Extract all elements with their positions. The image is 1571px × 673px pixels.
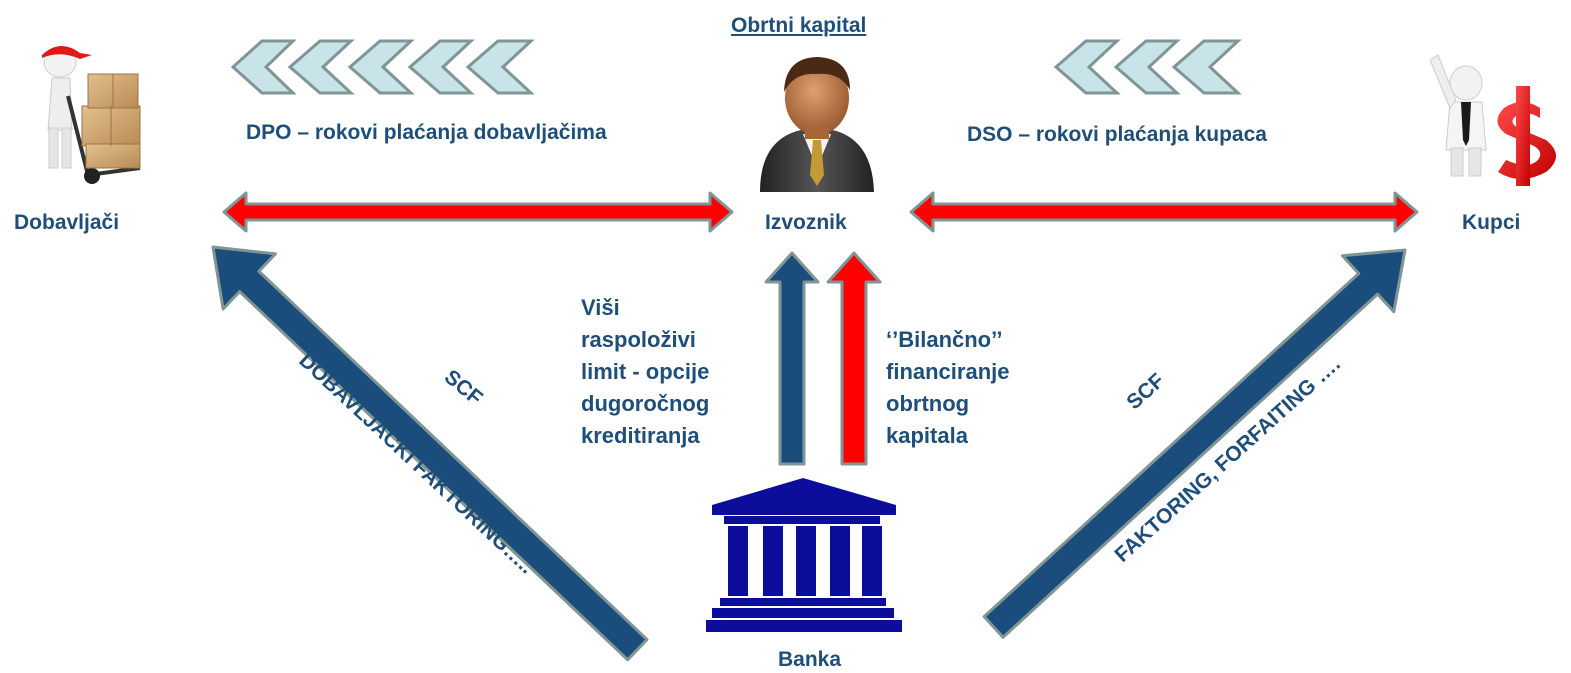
chevron-right-2 [1113,39,1181,95]
left-center-line: dugoročnog [581,391,710,416]
suppliers-exporter-arrow [222,191,734,233]
left-center-line: limit - opcije [581,359,710,384]
left-center-line: kreditiranja [581,423,700,448]
right-center-line: kapitala [886,423,968,448]
bank-customers-diagonal-arrow [982,248,1407,639]
right-center-text: ‘’Bilančno’’ financiranje obrtnog kapita… [886,324,1009,452]
left-center-line: raspoloživi [581,327,696,352]
chevron-left-4 [407,39,475,95]
customers-label: Kupci [1462,211,1521,234]
bank-exporter-red-arrow [826,251,882,466]
person-with-dollar-sign-icon [1429,54,1556,186]
right-center-line: ‘’Bilančno’’ [886,327,1003,352]
chevron-left-1 [230,39,297,95]
dso-chevrons [1053,39,1242,95]
bank-label: Banka [778,648,842,671]
bank-suppliers-diagonal-arrow [211,245,649,662]
left-center-line: Viši [581,295,620,320]
chevron-right-3 [1171,39,1242,95]
delivery-person-with-boxes-icon [42,45,141,184]
right-center-line: obrtnog [886,391,970,416]
chevron-left-2 [287,39,355,95]
left-center-text: Viši raspoloživi limit - opcije dugoročn… [581,292,709,452]
suppliers-label: Dobavljači [14,211,120,234]
bank-exporter-navy-arrow [764,251,820,466]
dpo-label: DPO – rokovi plaćanja dobavljačima [246,121,607,144]
page-title: Obrtni kapital [731,14,867,37]
businessman-icon [760,57,874,192]
chevron-left-3 [347,39,415,95]
exporter-customers-arrow [909,191,1419,233]
right-center-line: financiranje [886,359,1010,384]
exporter-label: Izvoznik [765,211,847,234]
chevron-left-5 [465,39,535,95]
bank-building-icon [706,478,902,632]
chevron-right-1 [1053,39,1121,95]
dso-label: DSO – rokovi plaćanja kupaca [967,123,1267,146]
dpo-chevrons [230,39,535,95]
